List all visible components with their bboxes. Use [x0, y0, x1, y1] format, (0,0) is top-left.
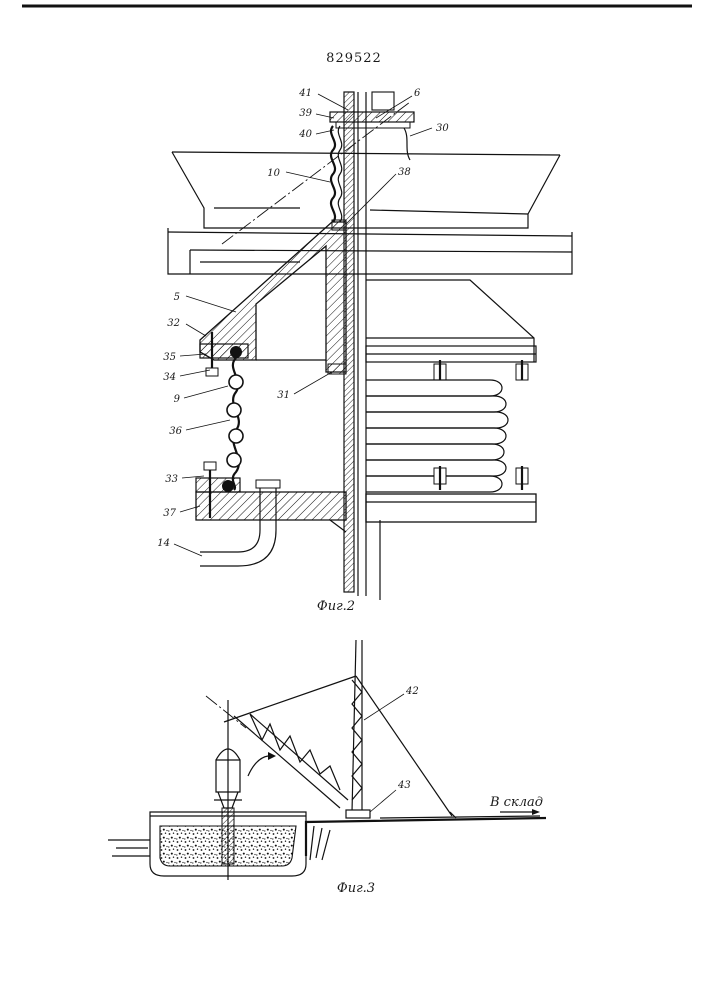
base-plate	[196, 492, 346, 520]
hopper	[168, 152, 572, 274]
label-31: 31	[277, 390, 290, 401]
flexible-sleeve	[227, 358, 243, 490]
figure-2: 41 39 40 6 30 10 38 5 32 35 34 9 31 36 3…	[157, 88, 572, 614]
upper-bellows	[331, 126, 335, 222]
label-34: 34	[163, 372, 176, 383]
rotation-arrow	[248, 756, 268, 776]
label-42: 42	[405, 686, 419, 697]
label-33: 33	[165, 474, 178, 485]
label-14: 14	[157, 538, 170, 549]
distributor-assembly	[366, 280, 536, 380]
label-35: 35	[163, 352, 176, 363]
label-32: 32	[167, 318, 180, 329]
figure-2-caption: Фиг.2	[317, 599, 355, 614]
water-lines	[108, 840, 150, 856]
label-38: 38	[398, 167, 411, 178]
warehouse-annotation: В склад	[489, 795, 543, 810]
label-36: 36	[169, 426, 182, 437]
lower-support-frame	[366, 466, 536, 522]
label-41: 41	[298, 88, 312, 99]
label-9: 9	[174, 394, 181, 405]
label-6: 6	[414, 88, 421, 99]
label-5: 5	[174, 292, 180, 303]
leader-43	[370, 790, 396, 812]
inclined-axis-line	[222, 102, 410, 244]
label-43: 43	[397, 780, 411, 791]
mast	[346, 640, 456, 818]
label-10: 10	[267, 168, 280, 179]
patent-number: 829522	[326, 51, 382, 66]
label-39: 39	[299, 108, 312, 119]
label-40: 40	[298, 129, 312, 140]
label-37: 37	[163, 508, 176, 519]
figure-3: 42 43 В склад Фиг.3	[108, 640, 546, 896]
label-30: 30	[436, 123, 449, 134]
figure-3-caption: Фиг.3	[337, 881, 375, 896]
quay	[306, 818, 546, 860]
